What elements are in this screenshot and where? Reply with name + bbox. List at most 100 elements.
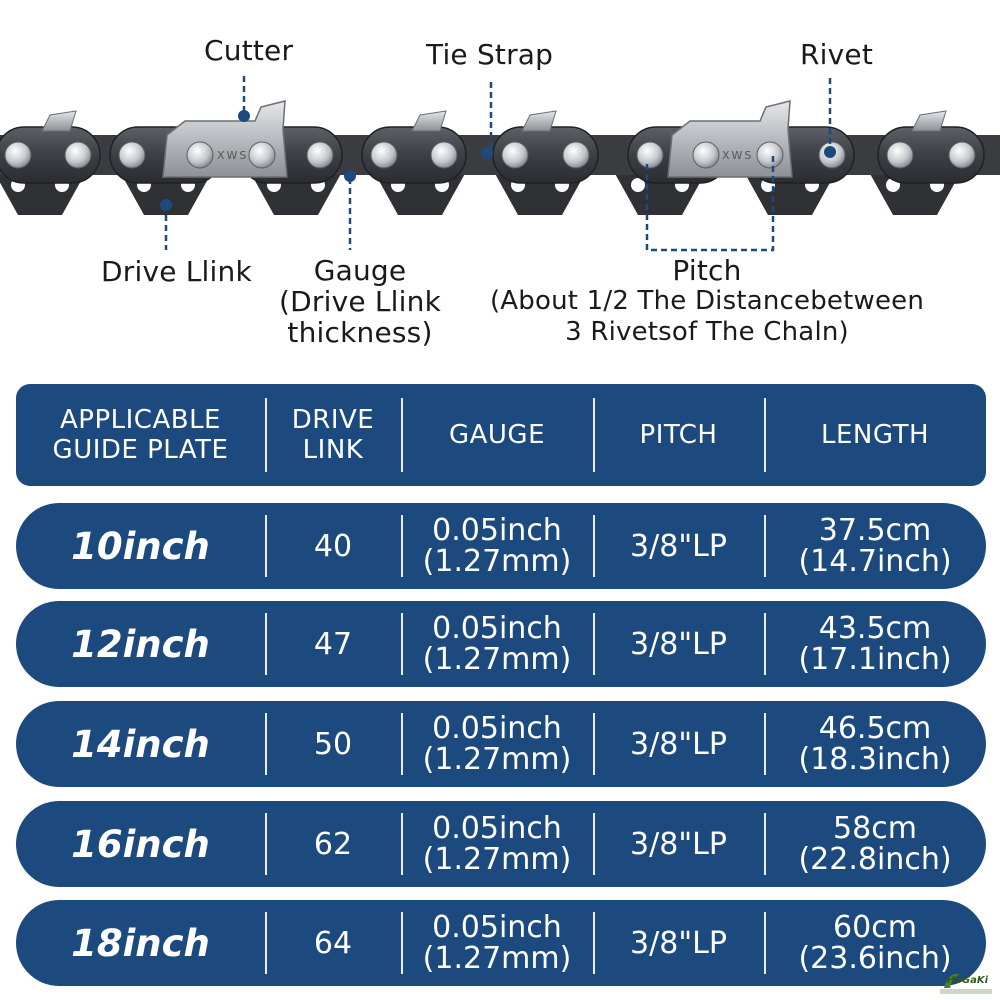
- table-row: 10inch 40 0.05inch(1.27mm) 3/8"LP 37.5cm…: [16, 503, 986, 589]
- rivet-head: [501, 141, 529, 169]
- row-length-inch: (17.1inch): [798, 642, 952, 677]
- depth-gauge-hook: [411, 110, 447, 132]
- row-length-cm: 60cm: [833, 910, 917, 945]
- row-size: 14inch: [71, 722, 210, 766]
- table-row: 16inch 62 0.05inch(1.27mm) 3/8"LP 58cm(2…: [16, 801, 986, 887]
- row-drive-link: 62: [265, 801, 401, 887]
- row-length-inch: (22.8inch): [798, 842, 952, 877]
- row-gauge-mm: (1.27mm): [422, 544, 572, 579]
- header-drive-link-line-2: LINK: [302, 435, 364, 465]
- rivet-head: [370, 141, 398, 169]
- row-gauge-mm: (1.27mm): [422, 842, 572, 877]
- rivet-head: [948, 141, 976, 169]
- label-tie-strap: Tie Strap: [426, 38, 554, 71]
- row-gauge: 0.05inch(1.27mm): [401, 900, 593, 986]
- row-length-inch: (18.3inch): [798, 742, 952, 777]
- row-gauge: 0.05inch(1.27mm): [401, 801, 593, 887]
- row-gauge-mm: (1.27mm): [422, 742, 572, 777]
- row-gauge: 0.05inch(1.27mm): [401, 503, 593, 589]
- row-length: 60cm(23.6inch): [764, 900, 986, 986]
- row-size: 18inch: [71, 921, 210, 965]
- rivets: [4, 141, 976, 169]
- rivet-head: [186, 141, 214, 169]
- row-gauge: 0.05inch(1.27mm): [401, 701, 593, 787]
- brand-name: HoGaKi: [946, 975, 988, 986]
- rivet-head: [306, 141, 334, 169]
- rivet-head: [886, 141, 914, 169]
- row-length-cm: 37.5cm: [818, 513, 932, 548]
- depth-gauge-hook: [41, 110, 77, 132]
- row-size: 10inch: [71, 524, 210, 568]
- rivet-head: [636, 141, 664, 169]
- row-gauge-inch: 0.05inch: [432, 910, 562, 945]
- row-size: 12inch: [71, 622, 210, 666]
- side-straps: [0, 126, 1000, 184]
- row-drive-link: 64: [265, 900, 401, 986]
- row-length-cm: 58cm: [833, 811, 917, 846]
- row-pitch: 3/8"LP: [593, 900, 764, 986]
- brand-logo-icon: [940, 973, 992, 994]
- table-row: 14inch 50 0.05inch(1.27mm) 3/8"LP 46.5cm…: [16, 701, 986, 787]
- pitch-line-1: Pitch: [672, 254, 742, 287]
- pointer-dots: [160, 110, 836, 211]
- pitch-line-3: 3 Rivetsof The Chaln): [565, 317, 849, 347]
- row-length: 46.5cm(18.3inch): [764, 701, 986, 787]
- row-gauge-inch: 0.05inch: [432, 513, 562, 548]
- rivet-head: [562, 141, 590, 169]
- row-drive-link: 50: [265, 701, 401, 787]
- rivet-head: [692, 141, 720, 169]
- row-pitch: 3/8"LP: [593, 601, 764, 687]
- header-guide-plate-line-1: APPLICABLE: [60, 405, 221, 435]
- row-length-cm: 46.5cm: [818, 711, 932, 746]
- row-length: 43.5cm(17.1inch): [764, 601, 986, 687]
- row-drive-link: 40: [265, 503, 401, 589]
- rivet-head: [756, 141, 784, 169]
- row-length-cm: 43.5cm: [818, 611, 932, 646]
- header-drive-link-line-1: DRIVE: [291, 405, 375, 435]
- header-pitch-text: PITCH: [639, 420, 718, 450]
- table-row: 18inch 64 0.05inch(1.27mm) 3/8"LP 60cm(2…: [16, 900, 986, 986]
- label-rivet: Rivet: [800, 38, 874, 71]
- rivet-head: [430, 141, 458, 169]
- row-gauge-mm: (1.27mm): [422, 941, 572, 976]
- table-row: 12inch 47 0.05inch(1.27mm) 3/8"LP 43.5cm…: [16, 601, 986, 687]
- drive-link-hole: [631, 178, 645, 192]
- rivet-head: [248, 141, 276, 169]
- cutter-engraving: XWS: [722, 149, 753, 162]
- chain-diagram: XWS XWS Cutter Tie Strap Rivet Drive Llin…: [0, 0, 1000, 370]
- row-size: 16inch: [71, 822, 210, 866]
- label-cutter: Cutter: [204, 34, 294, 67]
- row-length: 58cm(22.8inch): [764, 801, 986, 887]
- rivet-head: [118, 141, 146, 169]
- rivet-head: [64, 141, 92, 169]
- row-length: 37.5cm(14.7inch): [764, 503, 986, 589]
- row-pitch: 3/8"LP: [593, 503, 764, 589]
- header-guide-plate-line-2: GUIDE PLATE: [52, 435, 229, 465]
- gauge-line-2: (Drive Llink: [279, 285, 441, 318]
- row-length-inch: (23.6inch): [798, 941, 952, 976]
- saw-chain-illustration: XWS XWS: [0, 76, 1000, 252]
- row-length-inch: (14.7inch): [798, 544, 952, 579]
- gauge-line-3: thickness): [287, 316, 433, 349]
- depth-gauge-hook: [911, 110, 947, 132]
- header-pitch: PITCH: [593, 384, 764, 486]
- cutter-engraving: XWS: [217, 149, 248, 162]
- header-gauge-text: GAUGE: [448, 420, 546, 450]
- row-pitch: 3/8"LP: [593, 801, 764, 887]
- rivet-head: [4, 141, 32, 169]
- gauge-line-1: Gauge: [313, 254, 407, 287]
- depth-gauge-hook: [521, 110, 557, 132]
- row-gauge-mm: (1.27mm): [422, 642, 572, 677]
- label-pitch: Pitch (About 1/2 The Distancebetween 3 R…: [477, 255, 937, 348]
- row-gauge-inch: 0.05inch: [432, 711, 562, 746]
- header-gauge: GAUGE: [401, 384, 593, 486]
- header-length-text: LENGTH: [820, 420, 929, 450]
- row-drive-link: 47: [265, 601, 401, 687]
- label-gauge: Gauge (Drive Llink thickness): [260, 255, 460, 348]
- header-length: LENGTH: [764, 384, 986, 486]
- row-gauge-inch: 0.05inch: [432, 811, 562, 846]
- label-drive-link: Drive Llink: [101, 255, 252, 288]
- row-pitch: 3/8"LP: [593, 701, 764, 787]
